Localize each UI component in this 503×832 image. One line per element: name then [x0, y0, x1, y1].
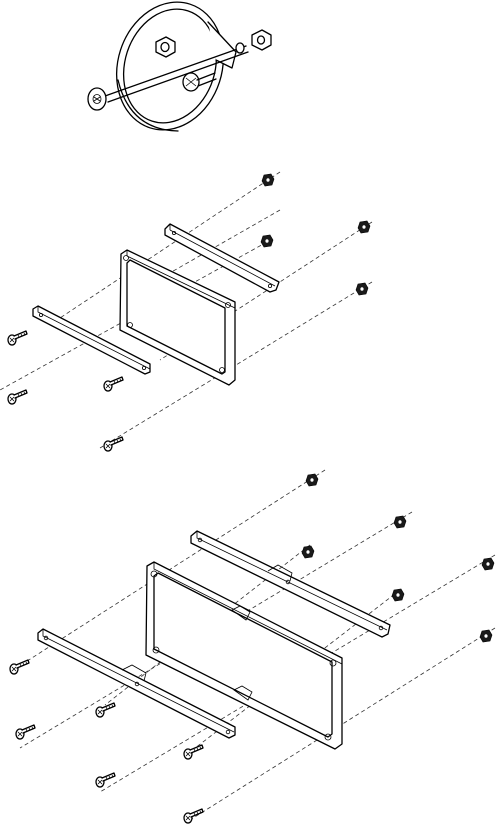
- small-nut-4: [355, 282, 369, 296]
- mount-ring-outer: [115, 1, 225, 131]
- large-nut-3: [301, 545, 315, 559]
- large-nut-2: [393, 515, 407, 529]
- large-screw-1: [9, 659, 30, 675]
- mount-nut-right: [251, 29, 272, 51]
- large-nut-5: [391, 588, 405, 602]
- mount-center-nut: [155, 36, 176, 58]
- mount-thumb-screw: [182, 72, 217, 92]
- small-screw-2: [7, 389, 28, 405]
- small-nut-2: [260, 234, 274, 248]
- small-screw-1: [7, 330, 28, 346]
- large-bezel-frame: [145, 561, 343, 750]
- mount-rod: [104, 45, 249, 103]
- large-nut-1: [305, 473, 319, 487]
- small-bezel-frame: [119, 249, 236, 386]
- large-nut-6: [479, 629, 493, 643]
- large-screw-4: [183, 744, 204, 760]
- small-screw-4: [103, 436, 124, 452]
- small-screw-3: [103, 376, 124, 392]
- large-bezel-assembly: [9, 469, 496, 824]
- mount-bolt-left: [87, 87, 107, 111]
- small-nut-1: [261, 173, 275, 187]
- small-nut-3: [357, 220, 371, 234]
- small-bezel-assembly: [0, 171, 373, 452]
- large-nut-4: [481, 557, 495, 571]
- round-mount-assembly: [87, 1, 272, 132]
- large-screw-3: [15, 724, 36, 740]
- large-screw-5: [95, 772, 116, 788]
- mount-side-lug: [207, 21, 237, 69]
- large-screw-6: [183, 808, 204, 824]
